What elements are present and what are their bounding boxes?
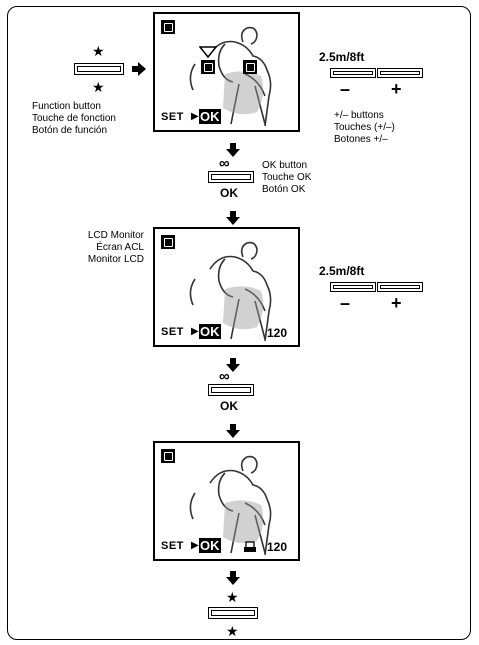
star-icon-bottom-top: ★ — [226, 590, 239, 604]
star-icon-bottom-bottom: ★ — [226, 624, 239, 638]
minus-sign-2: – — [340, 294, 350, 312]
ok-indicator: OK — [199, 324, 221, 339]
ok-caption-1: OK — [220, 186, 238, 200]
selection-triangle-icon — [199, 46, 217, 58]
ok-button-label: OK button Touche OK Botón OK — [262, 160, 311, 196]
minus-button-1[interactable] — [330, 68, 376, 78]
distance-label-1: 2.5m/8ft — [319, 50, 364, 64]
star-icon-top: ★ — [92, 44, 105, 58]
print-mode-icon — [161, 235, 175, 249]
plus-minus-label: +/– buttons Touches (+/–) Botones +/– — [334, 110, 395, 146]
right-arrow-icon — [132, 62, 146, 76]
infinity-icon-1: ∞ — [219, 155, 230, 172]
ok-button-2[interactable] — [208, 384, 254, 396]
plus-sign-2: + — [391, 294, 402, 312]
down-arrow-icon-5 — [226, 577, 240, 585]
set-arrow-icon: ▶ — [191, 540, 199, 551]
print-count: 120 — [267, 326, 287, 340]
lcd-monitor-label: LCD Monitor Écran ACL Monitor LCD — [52, 230, 144, 266]
minus-button-2[interactable] — [330, 282, 376, 292]
print-cancel-icon — [243, 60, 257, 74]
print-mode-icon — [161, 449, 175, 463]
set-arrow-icon: ▶ — [191, 111, 199, 122]
infinity-icon-2: ∞ — [219, 368, 230, 385]
set-label: SET — [161, 540, 184, 552]
function-button-label: Function button Touche de fonction Botón… — [32, 101, 116, 137]
ok-indicator: OK — [199, 109, 221, 124]
print-select-icon — [201, 60, 215, 74]
plus-button-1[interactable] — [377, 68, 423, 78]
print-mode-icon — [161, 20, 175, 34]
set-label: SET — [161, 326, 184, 338]
set-label: SET — [161, 111, 184, 123]
print-count: 120 — [267, 540, 287, 554]
ok-button-1[interactable] — [208, 171, 254, 183]
lcd-screen-2: SET ▶ OK 120 — [153, 227, 300, 347]
set-arrow-icon: ▶ — [191, 326, 199, 337]
lcd-screen-3: SET ▶ OK 120 — [153, 441, 300, 561]
star-icon-bottom: ★ — [92, 80, 105, 94]
distance-label-2: 2.5m/8ft — [319, 264, 364, 278]
function-button[interactable] — [74, 63, 124, 75]
print-reserved-icon — [243, 541, 257, 553]
ok-indicator: OK — [199, 538, 221, 553]
function-button-bottom[interactable] — [208, 607, 258, 619]
plus-sign-1: + — [391, 80, 402, 98]
plus-button-2[interactable] — [377, 282, 423, 292]
ok-caption-2: OK — [220, 399, 238, 413]
lcd-screen-1: SET ▶ OK — [153, 12, 300, 132]
down-arrow-icon-4 — [226, 430, 240, 438]
minus-sign-1: – — [340, 80, 350, 98]
down-arrow-icon-2 — [226, 217, 240, 225]
